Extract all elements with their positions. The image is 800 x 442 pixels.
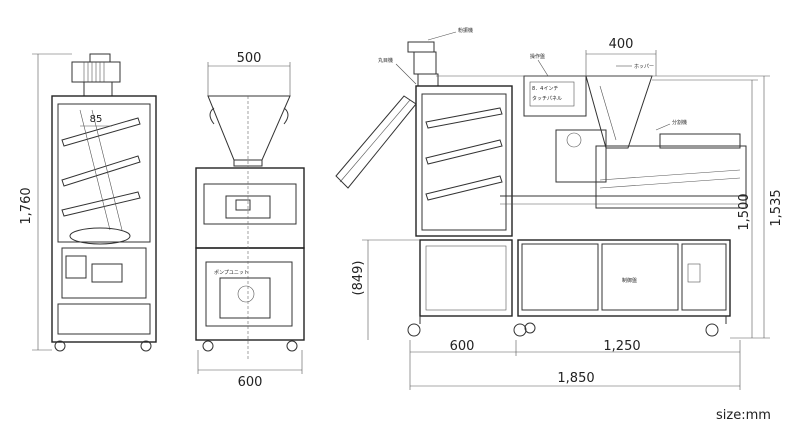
label-rounder: 丸目機 bbox=[378, 57, 393, 64]
main-hopper-width-dim: 400 bbox=[609, 37, 634, 52]
side-view bbox=[195, 62, 305, 374]
main-lower-height-dim: (849) bbox=[351, 261, 366, 296]
main-total-width-dim: 1,850 bbox=[557, 371, 594, 386]
side-bottom-width-dim: 600 bbox=[238, 375, 263, 390]
main-left-width-dim: 600 bbox=[450, 339, 475, 354]
label-operation-panel: 操作盤 bbox=[530, 53, 545, 60]
label-panel-text-2: タッチパネル bbox=[532, 95, 562, 102]
label-sifter: 粉振機 bbox=[458, 27, 473, 34]
label-panel-text-1: 8．4インチ bbox=[532, 86, 558, 92]
label-divider: 分割機 bbox=[672, 119, 687, 126]
unit-label: size:mm bbox=[716, 408, 771, 423]
main-height-b-dim: 1,535 bbox=[769, 189, 784, 226]
front-view bbox=[32, 53, 157, 352]
main-view bbox=[335, 31, 770, 390]
main-height-a-dim: 1,500 bbox=[737, 193, 752, 230]
side-pump-unit-label: ポンプユニット bbox=[214, 269, 249, 276]
side-top-width-dim: 500 bbox=[237, 51, 262, 66]
label-control-panel: 制御盤 bbox=[622, 277, 637, 284]
label-hopper: ホッパー bbox=[634, 64, 654, 70]
main-right-width-dim: 1,250 bbox=[603, 339, 640, 354]
front-inner-dim: 85 bbox=[90, 114, 103, 125]
front-height-dim: 1,760 bbox=[19, 187, 34, 224]
